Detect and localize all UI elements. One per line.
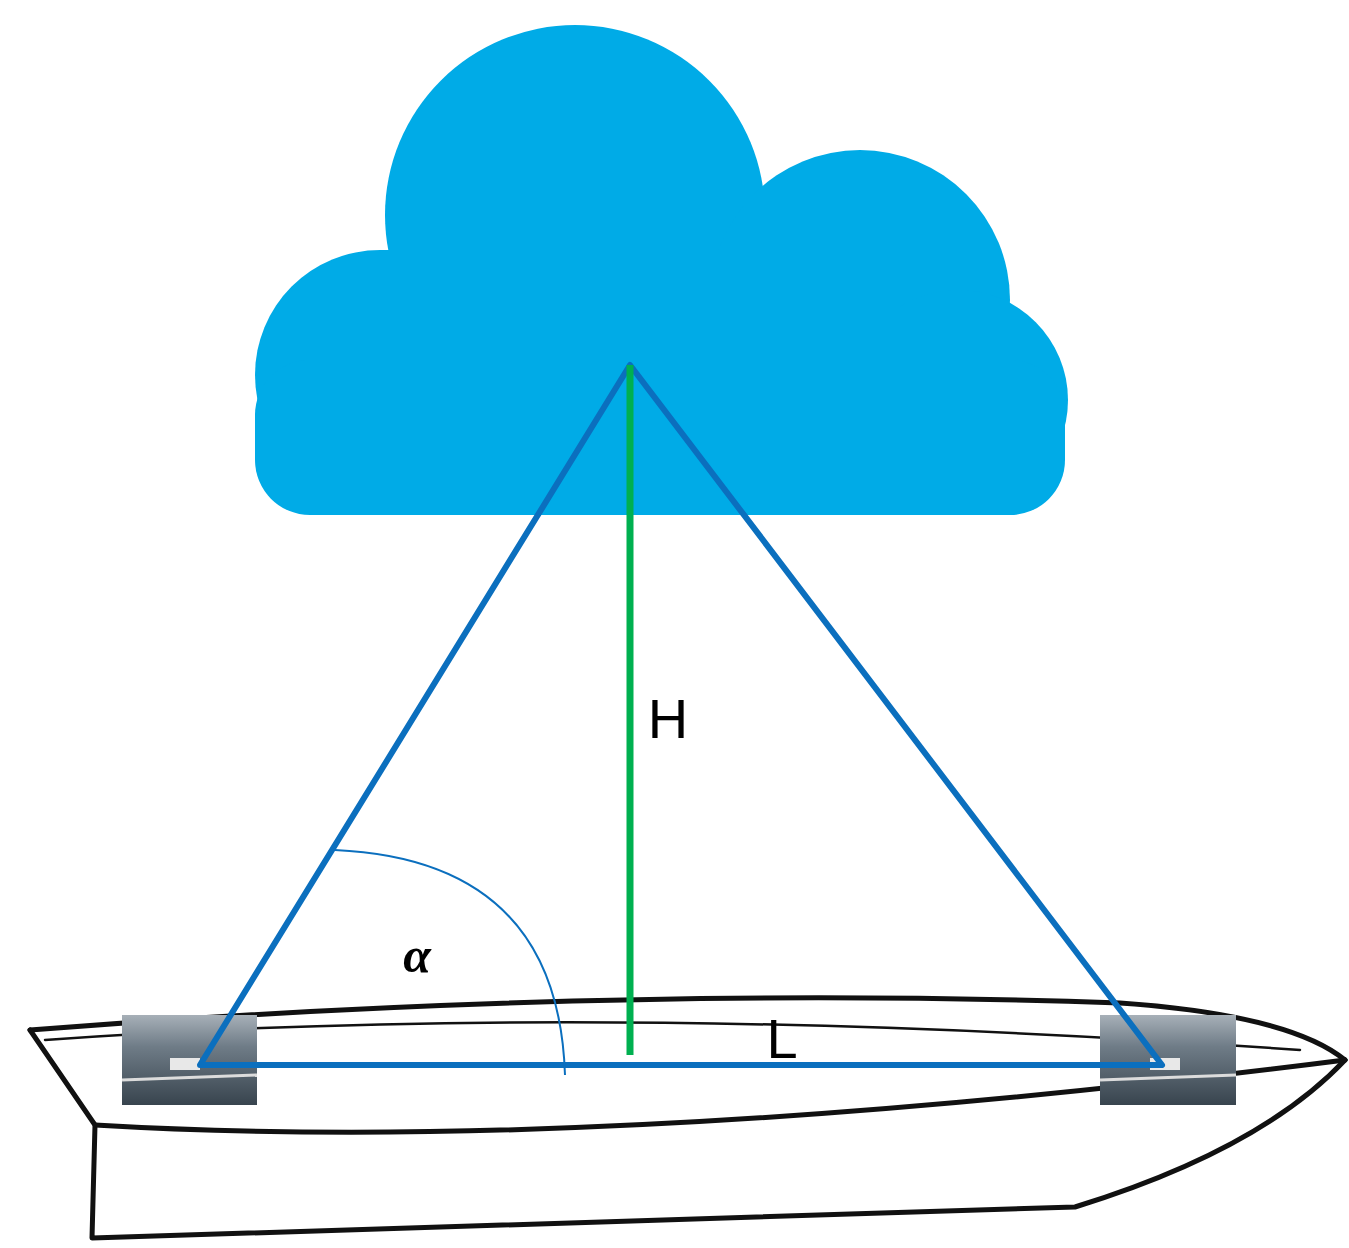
boat-sketch [30, 998, 1345, 1238]
sensor-photo [122, 1015, 257, 1105]
height-label: H [648, 686, 688, 751]
sensor-photo [1100, 1015, 1236, 1105]
height-line [627, 365, 634, 1055]
cloud [255, 25, 1068, 515]
baseline-label: L [766, 1006, 797, 1071]
triangulation-lines [200, 365, 1162, 1065]
angle-arc [335, 850, 565, 1075]
angle-label: α [403, 926, 431, 984]
